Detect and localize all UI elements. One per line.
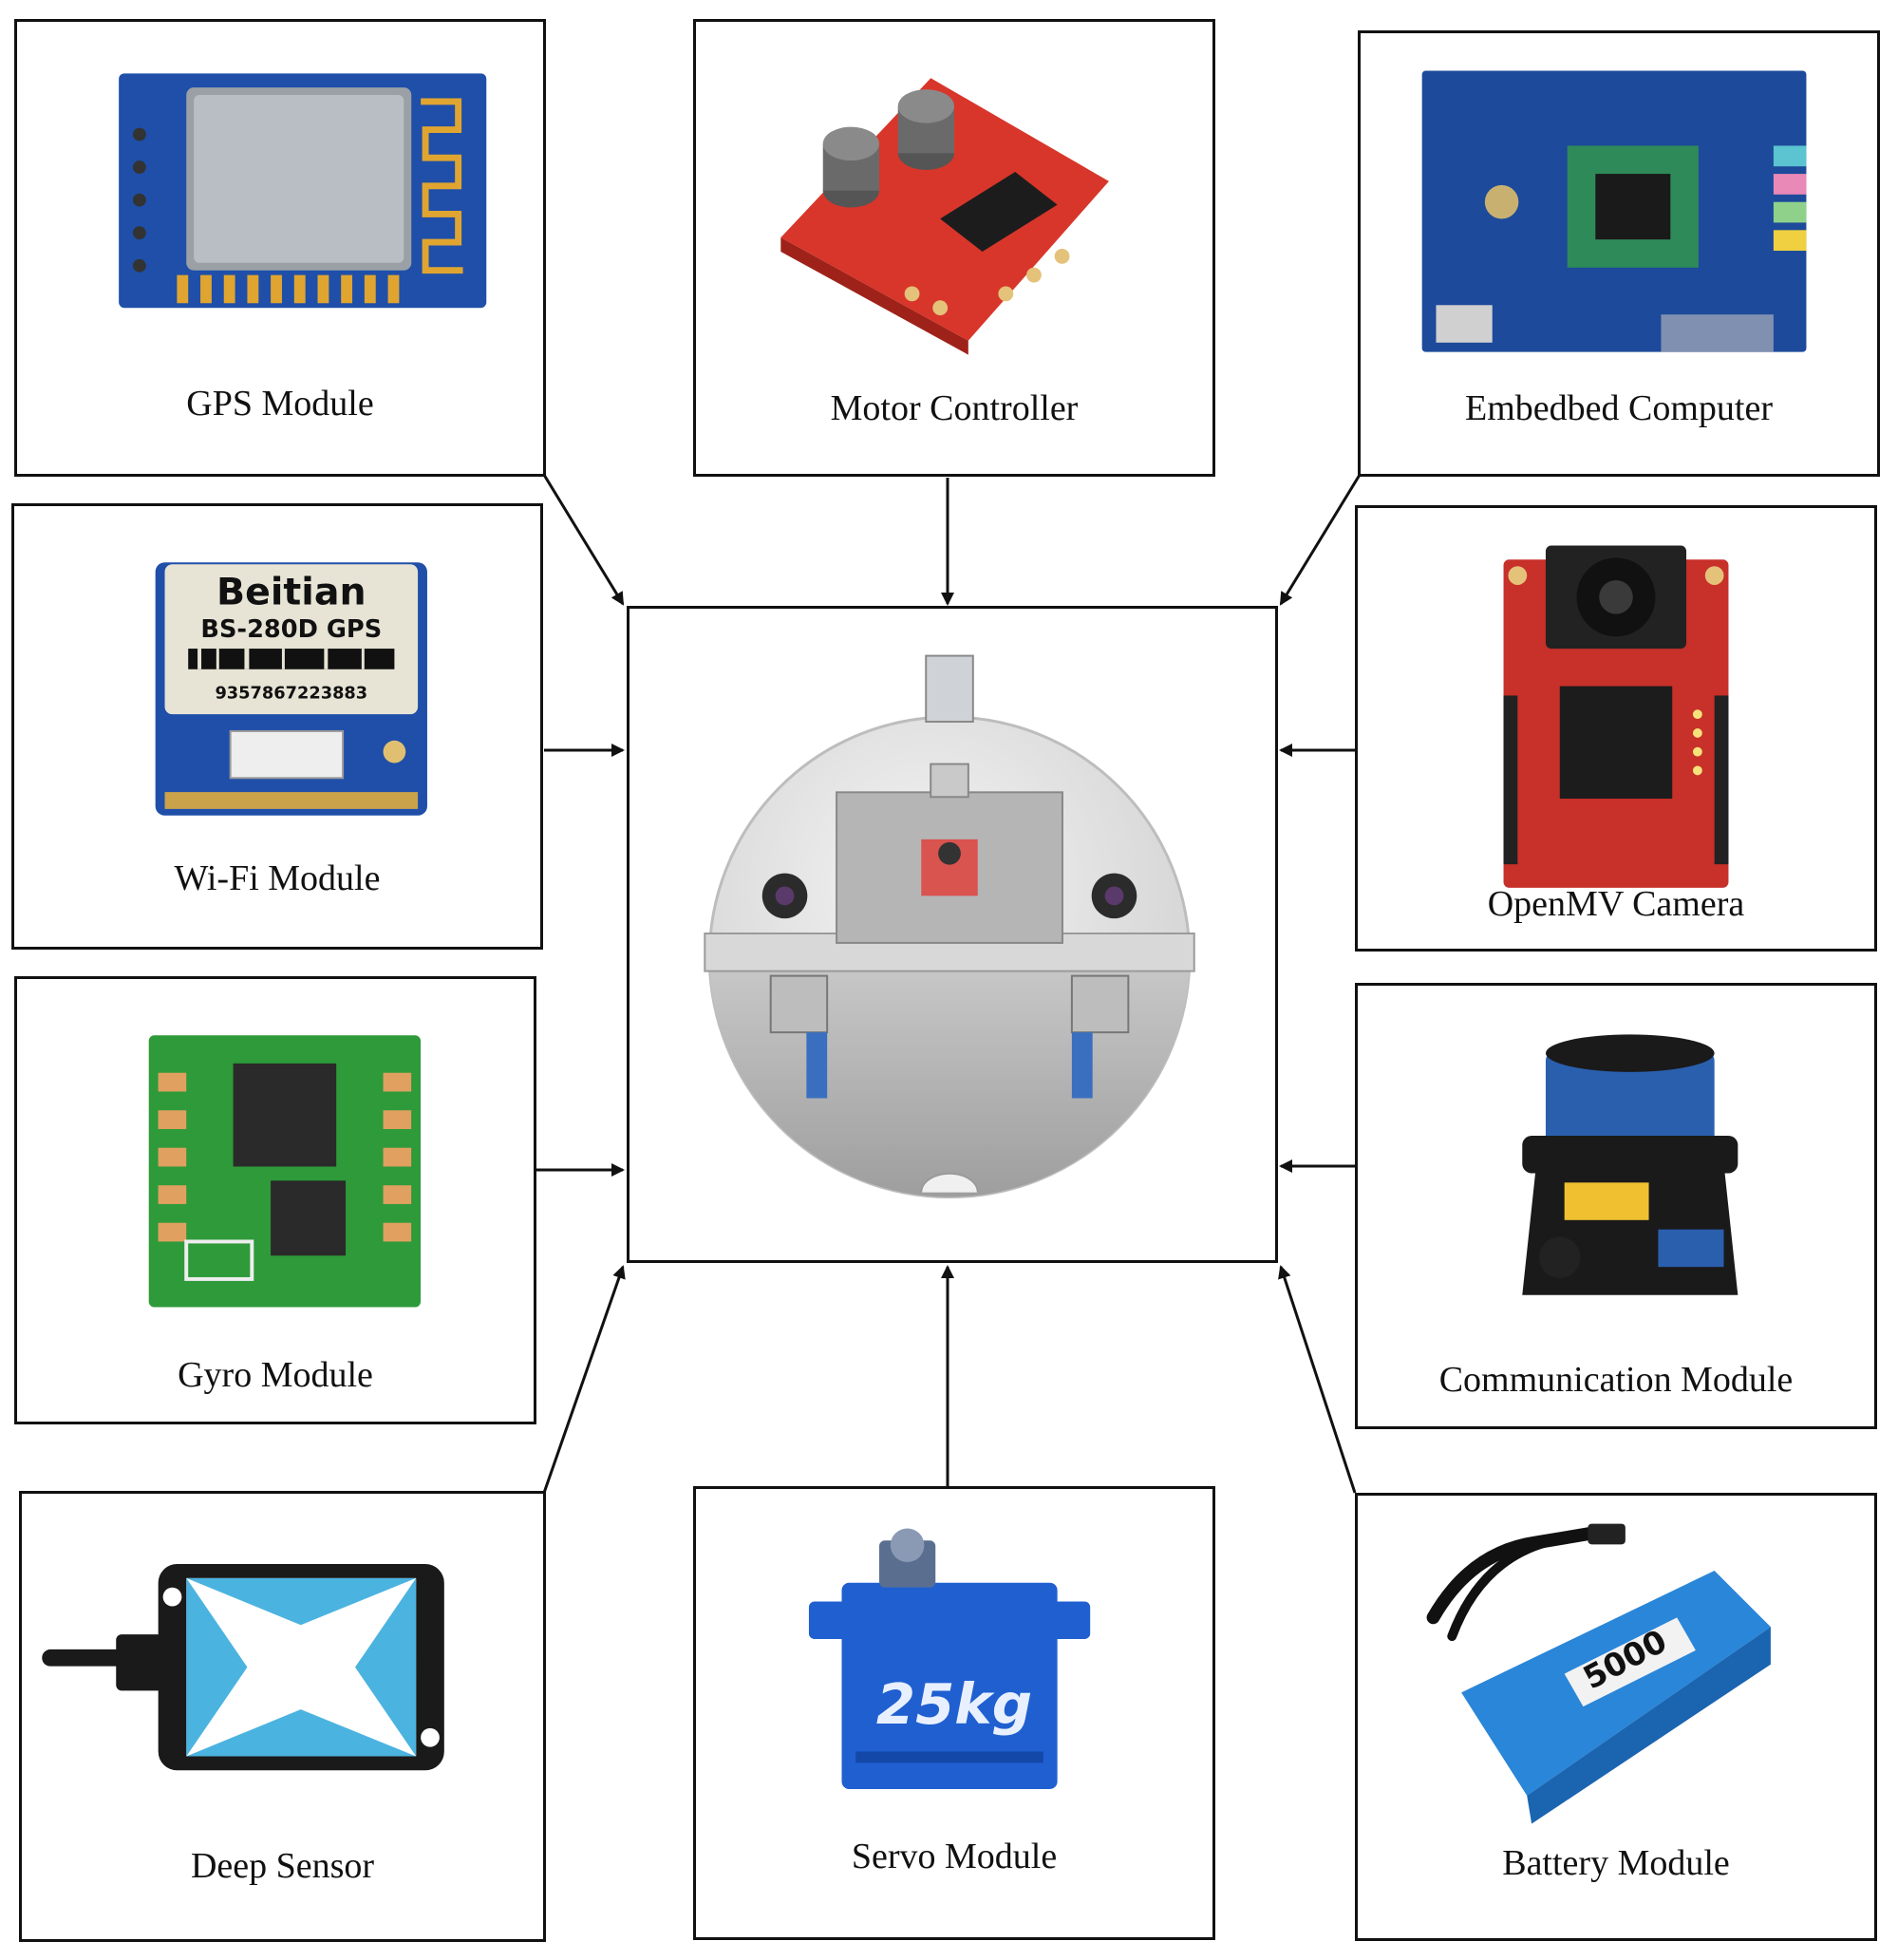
- motor-controller-photo: [780, 78, 1109, 355]
- communication-module-photo: [1522, 1034, 1738, 1295]
- embedded-computer-box: Embedbed Computer: [1358, 30, 1880, 477]
- openmv-camera-box: OpenMV Camera: [1355, 505, 1877, 952]
- servo-module-photo: 25kg: [808, 1528, 1091, 1789]
- battery-module-label: Battery Module: [1502, 1843, 1730, 1883]
- servo-module-box: 25kg Servo Module: [693, 1486, 1215, 1940]
- motor-controller-box: Motor Controller: [693, 19, 1215, 477]
- wifi-module-label: Wi-Fi Module: [174, 858, 381, 898]
- openmv-camera-photo: [1503, 545, 1729, 888]
- communication-module-box: Communication Module: [1355, 983, 1877, 1429]
- beitian-serial-text: 9357867223883: [215, 684, 367, 703]
- arrow-embedded: [1279, 474, 1362, 606]
- embedded-computer-photo: [1421, 70, 1807, 352]
- deep-sensor-box: Deep Sensor: [19, 1491, 546, 1942]
- gyro-module-box: Gyro Module: [14, 976, 536, 1424]
- gyro-module-photo: [148, 1035, 422, 1308]
- communication-module-label: Communication Module: [1438, 1360, 1794, 1400]
- gps-module-box: GPS Module: [14, 19, 546, 477]
- arrow-deep: [542, 1265, 626, 1494]
- arrow-gps: [542, 474, 625, 606]
- arrow-battery: [1278, 1265, 1357, 1494]
- battery-module-box: 5000 Battery Module: [1355, 1493, 1877, 1941]
- deep-sensor-label: Deep Sensor: [190, 1846, 375, 1886]
- spherical-robot-box: [627, 606, 1278, 1263]
- deep-sensor-photo: [42, 1564, 444, 1771]
- wifi-module-photo: Beitian BS-280D GPS 9357867223883: [155, 562, 427, 816]
- motor-controller-label: Motor Controller: [830, 388, 1079, 428]
- wifi-module-box: Beitian BS-280D GPS 9357867223883 Wi-Fi …: [11, 503, 543, 950]
- battery-module-photo: 5000: [1426, 1523, 1771, 1824]
- gyro-module-label: Gyro Module: [178, 1355, 373, 1395]
- embedded-computer-label: Embedbed Computer: [1465, 388, 1773, 428]
- spherical-robot-render: [704, 654, 1195, 1199]
- servo-mark-text: 25kg: [876, 1671, 1032, 1737]
- gps-module-label: GPS Module: [186, 384, 374, 424]
- openmv-camera-label: OpenMV Camera: [1487, 884, 1745, 924]
- beitian-brand-text: Beitian: [216, 571, 366, 614]
- beitian-model-text: BS-280D GPS: [200, 615, 382, 644]
- servo-module-label: Servo Module: [851, 1837, 1058, 1876]
- gps-module-photo: [119, 73, 487, 309]
